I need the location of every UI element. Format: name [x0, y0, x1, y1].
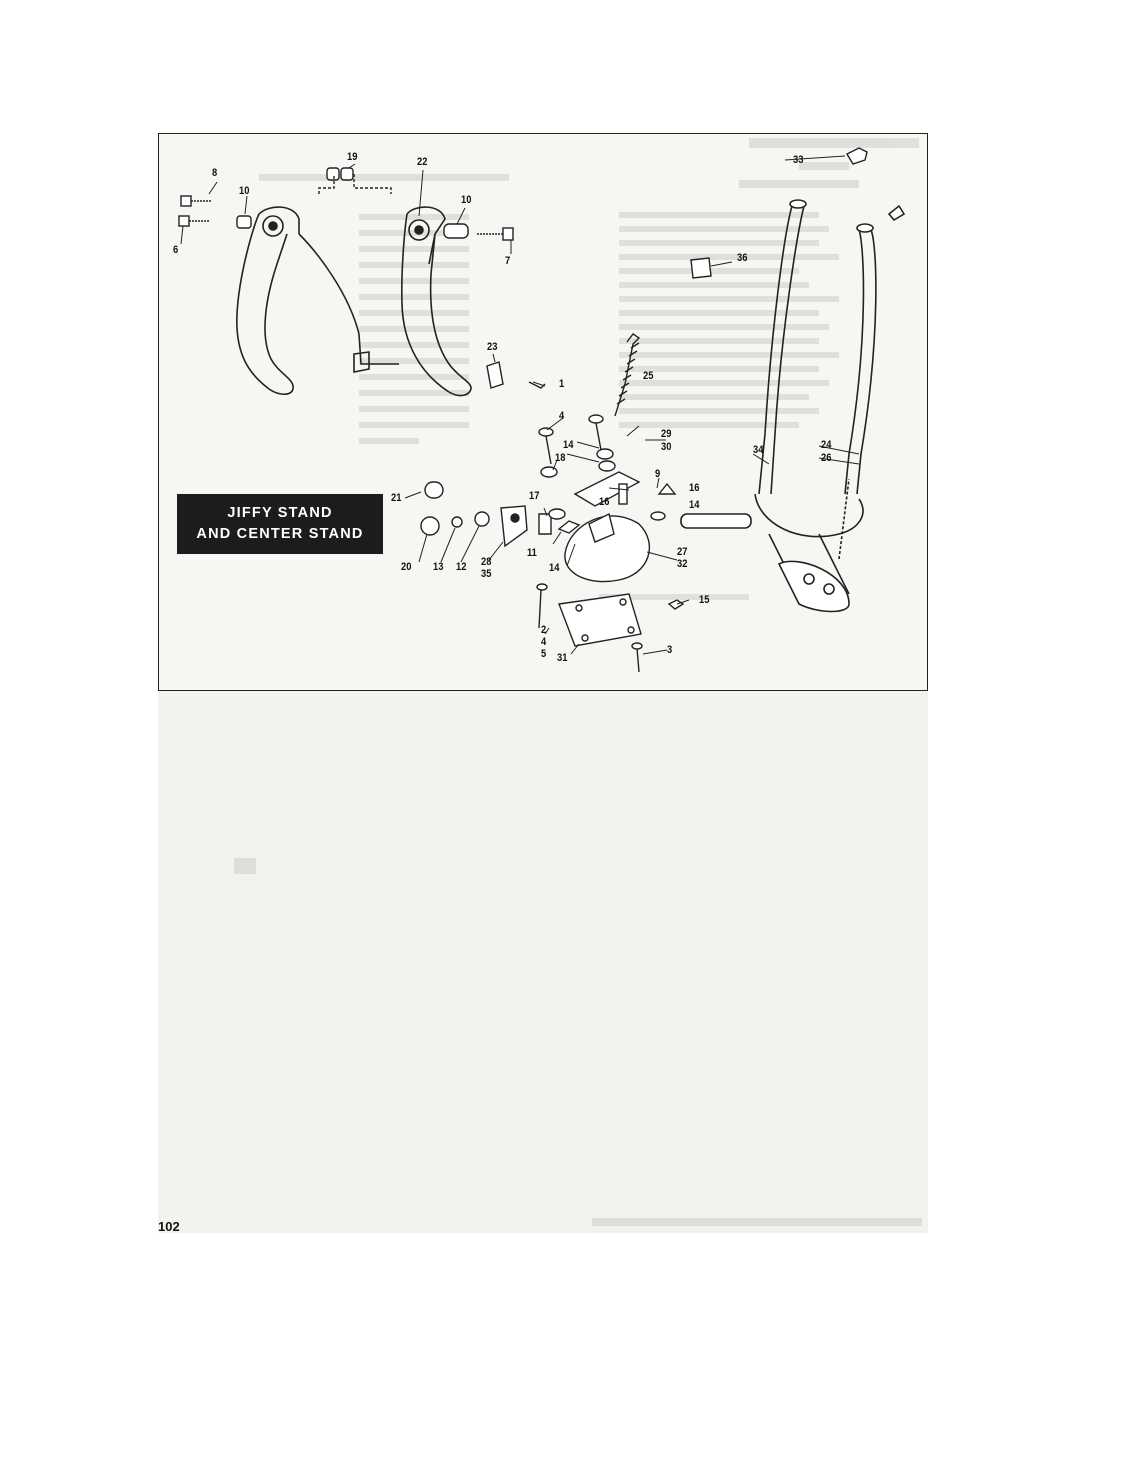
faded-mark [234, 858, 256, 874]
parts-diagram: JIFFY STAND AND CENTER STAND 8 10 6 19 2… [158, 133, 928, 691]
callout-14-right: 14 [689, 499, 700, 511]
callout-21: 21 [391, 492, 402, 504]
callout-24: 24 [821, 439, 832, 451]
page-number: 102 [158, 1219, 180, 1234]
callout-4-lower: 4 [541, 636, 547, 648]
callout-8: 8 [212, 167, 218, 179]
spring-and-bracket [486, 333, 641, 417]
callout-16-right: 16 [689, 482, 700, 494]
callout-28: 28 [481, 556, 492, 568]
figure-title-block: JIFFY STAND AND CENTER STAND [177, 494, 383, 554]
jiffy-stand-hardware [178, 167, 514, 241]
callout-29: 29 [661, 428, 672, 440]
callout-22: 22 [417, 156, 428, 168]
callout-5: 5 [541, 648, 547, 660]
center-stand-drawing [680, 199, 906, 613]
leader-lines [180, 155, 860, 655]
jiffy-stand-drawing [236, 206, 472, 397]
center-stand-hardware [420, 147, 868, 673]
callout-33: 33 [793, 154, 804, 166]
exploded-view-drawing [178, 138, 919, 673]
callout-23: 23 [487, 341, 498, 353]
figure-title-line-2: AND CENTER STAND [196, 526, 364, 542]
callout-31: 31 [557, 652, 568, 664]
callout-2: 2 [541, 624, 547, 636]
callout-30: 30 [661, 441, 672, 453]
callout-19: 19 [347, 151, 358, 163]
callout-14-upper: 14 [563, 439, 574, 451]
callout-14-lower: 14 [549, 562, 560, 574]
callout-4-upper: 4 [559, 410, 565, 422]
faded-footer-note [592, 1218, 922, 1226]
callout-25: 25 [643, 370, 654, 382]
callout-1: 1 [559, 378, 565, 390]
callout-26: 26 [821, 452, 832, 464]
callout-7: 7 [505, 255, 511, 267]
callout-13: 13 [433, 561, 444, 573]
callout-10-right: 10 [461, 194, 472, 206]
callout-11: 11 [527, 547, 537, 559]
callout-32: 32 [677, 558, 688, 570]
callout-9: 9 [655, 468, 661, 480]
callout-12: 12 [456, 561, 467, 573]
callout-15: 15 [699, 594, 710, 606]
callout-10-left: 10 [239, 185, 250, 197]
figure-title-line-1: JIFFY STAND [227, 505, 333, 521]
callout-27: 27 [677, 546, 688, 558]
callout-20: 20 [401, 561, 412, 573]
callout-17: 17 [529, 490, 540, 502]
callout-35: 35 [481, 568, 492, 580]
callout-36: 36 [737, 252, 748, 264]
callout-3: 3 [667, 644, 673, 656]
callout-34: 34 [753, 444, 764, 456]
callout-18: 18 [555, 452, 566, 464]
callout-16-center: 16 [599, 496, 610, 508]
callout-6: 6 [173, 244, 179, 256]
